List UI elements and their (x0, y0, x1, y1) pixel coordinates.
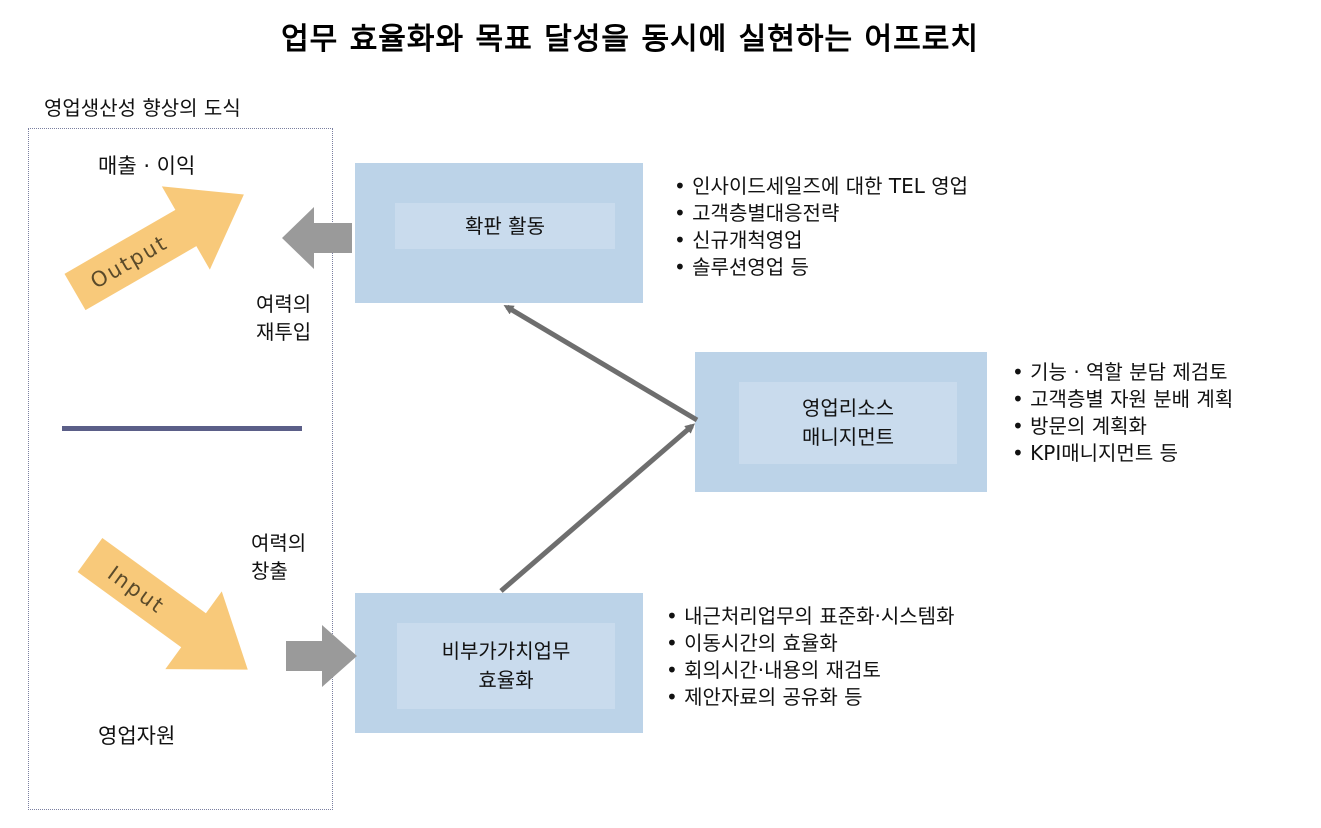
create-label-line2: 창출 (251, 559, 288, 583)
reinvest-label-line2: 재투입 (256, 320, 312, 344)
output-arrow: Output (64, 186, 244, 311)
expansion-bullet-list: 인사이드세일즈에 대한 TEL 영업 고객층별대응전략 신규개척영업 솔루션영업… (674, 173, 968, 281)
create-gray-arrow (286, 625, 357, 687)
list-item: 제안자료의 공유화 등 (666, 684, 954, 711)
list-item: 기능 · 역할 분담 제검토 (1012, 359, 1233, 386)
efficiency-to-resource-arrow (499, 423, 696, 593)
expansion-activity-inner: 확판 활동 (395, 203, 615, 249)
create-capacity-label: 여력의 창출 (251, 529, 306, 585)
divider-line (62, 426, 302, 431)
create-label-line1: 여력의 (251, 531, 307, 555)
resource-to-expansion-arrow (503, 304, 699, 423)
resource-management-box: 영업리소스 매니지먼트 (695, 352, 987, 492)
reinvest-label: 여력의 재투입 (256, 290, 311, 346)
left-panel-title: 영업생산성 향상의 도식 (44, 96, 241, 120)
list-item: 고객층별대응전략 (674, 200, 968, 227)
list-item: 회의시간·내용의 재검토 (666, 657, 954, 684)
list-item: 신규개척영업 (674, 227, 968, 254)
input-arrow: Input (77, 538, 248, 670)
sales-resource-label: 영업자원 (98, 724, 176, 748)
expansion-activity-label: 확판 활동 (465, 213, 545, 238)
resource-management-line1: 영업리소스 (802, 396, 894, 420)
efficiency-box: 비부가가치업무 효율화 (355, 593, 643, 733)
resource-bullet-list: 기능 · 역할 분담 제검토 고객층별 자원 분배 계획 방문의 계획화 KPI… (1012, 359, 1233, 467)
list-item: 방문의 계획화 (1012, 413, 1233, 440)
expansion-activity-box: 확판 활동 (355, 163, 643, 303)
resource-management-inner: 영업리소스 매니지먼트 (739, 382, 957, 464)
sales-profit-label: 매출 · 이익 (98, 154, 196, 178)
efficiency-bullet-list: 내근처리업무의 표준화·시스템화 이동시간의 효율화 회의시간·내용의 재검토 … (666, 603, 954, 711)
left-panel (28, 128, 333, 810)
list-item: 고객층별 자원 분배 계획 (1012, 386, 1233, 413)
list-item: 솔루션영업 등 (674, 254, 968, 281)
efficiency-line1: 비부가가치업무 (441, 639, 571, 663)
list-item: 인사이드세일즈에 대한 TEL 영업 (674, 173, 968, 200)
page-title: 업무 효율화와 목표 달성을 동시에 실현하는 어프로치 (281, 22, 979, 57)
resource-management-line2: 매니지먼트 (802, 425, 894, 449)
efficiency-line2: 효율화 (478, 668, 534, 692)
reinvest-label-line1: 여력의 (256, 292, 312, 316)
list-item: 이동시간의 효율화 (666, 630, 954, 657)
list-item: KPI매니지먼트 등 (1012, 440, 1233, 467)
reinvest-gray-arrow (282, 207, 352, 269)
list-item: 내근처리업무의 표준화·시스템화 (666, 603, 954, 630)
efficiency-inner: 비부가가치업무 효율화 (397, 623, 615, 709)
